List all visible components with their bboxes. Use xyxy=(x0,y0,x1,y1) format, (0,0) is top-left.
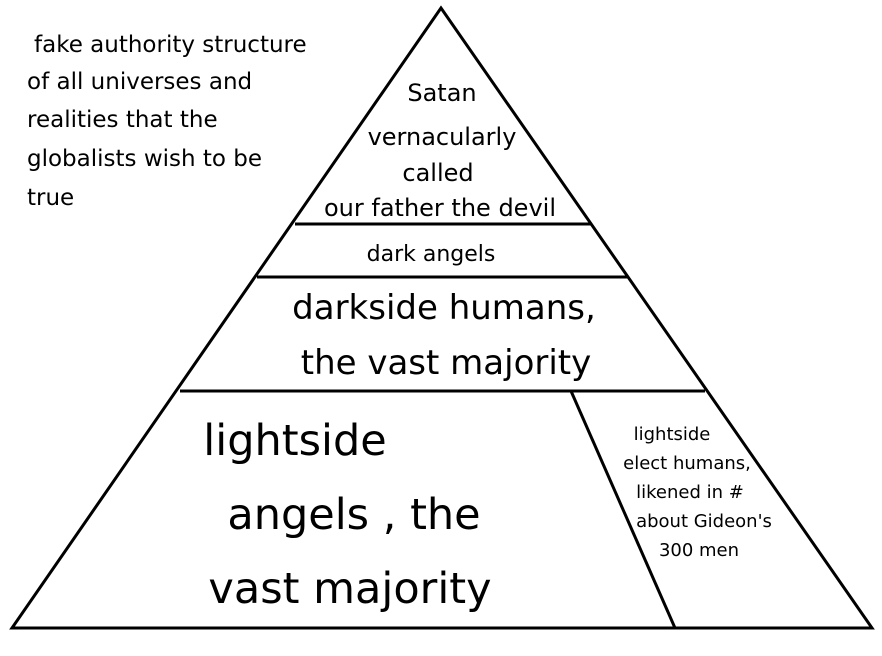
tier-bottom-right-line-5: 300 men xyxy=(659,540,739,561)
tier-third: darkside humans, the vast majority xyxy=(292,288,596,383)
caption-line-2: of all universes and xyxy=(27,69,252,95)
tier-top-line-3: called xyxy=(402,159,473,187)
divider-bottom-split xyxy=(569,390,677,629)
caption: fake authority structure of all universe… xyxy=(27,32,307,211)
tier-top-line-2: vernacularly xyxy=(368,123,517,151)
tier-third-line-1: darkside humans, xyxy=(292,288,596,328)
tier-bottom-left-line-2: angels , the xyxy=(227,490,480,540)
caption-line-4: globalists wish to be xyxy=(27,146,262,172)
tier-top-line-1: Satan xyxy=(407,79,476,107)
tier-bottom-left-line-1: lightside xyxy=(203,416,386,466)
tier-second-line-1: dark angels xyxy=(367,242,496,267)
tier-bottom-right-line-1: lightside xyxy=(634,424,711,445)
tier-third-line-2: the vast majority xyxy=(301,343,592,383)
tier-bottom-right: lightside elect humans, likened in # abo… xyxy=(623,424,772,561)
pyramid-outline xyxy=(9,5,875,630)
tier-bottom-right-line-4: about Gideon's xyxy=(636,511,772,532)
tier-top: Satan vernacularly called our father the… xyxy=(324,79,556,222)
tier-top-line-4: our father the devil xyxy=(324,194,556,222)
caption-line-1: fake authority structure xyxy=(34,32,307,58)
caption-line-5: true xyxy=(27,185,74,211)
caption-line-3: realities that the xyxy=(27,107,218,133)
tier-bottom-right-line-3: likened in # xyxy=(636,482,744,503)
tier-bottom-right-line-2: elect humans, xyxy=(623,453,751,474)
tier-bottom-left-line-3: vast majority xyxy=(208,564,491,614)
tier-second: dark angels xyxy=(367,242,496,267)
tier-bottom-left: lightside angels , the vast majority xyxy=(203,416,491,614)
